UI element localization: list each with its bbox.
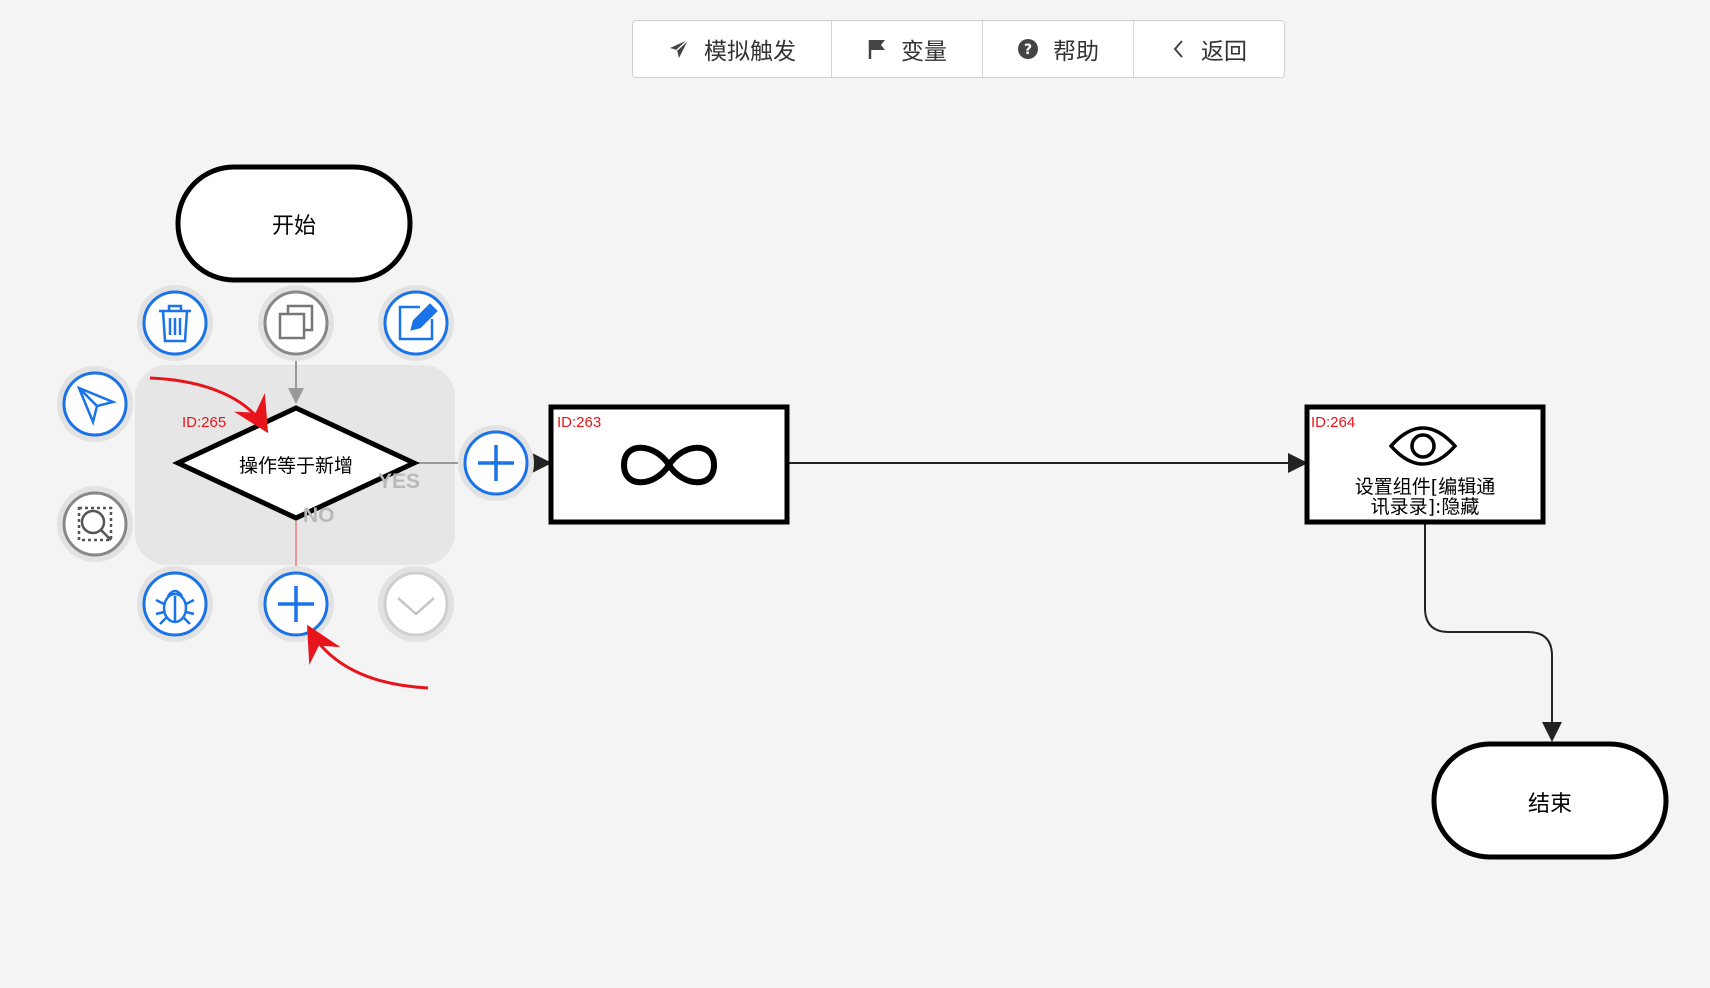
zoom-select-button[interactable] <box>57 486 133 562</box>
edit-icon <box>398 303 438 341</box>
edge-action-end <box>1424 523 1562 742</box>
help-label: 帮助 <box>1053 39 1099 65</box>
start-node-label: 开始 <box>271 214 316 239</box>
simulate-trigger-button[interactable]: 模拟触发 <box>633 21 832 77</box>
add-icon <box>478 445 514 481</box>
debug-button[interactable] <box>137 566 213 642</box>
delete-button[interactable] <box>137 285 213 361</box>
paper-plane-icon <box>668 38 690 60</box>
action-node-label-line1: 设置组件[编辑通 <box>1354 476 1496 498</box>
end-node-label: 结束 <box>1527 792 1572 817</box>
question-circle-icon: ? <box>1017 38 1039 60</box>
annotation-arrow-bottom <box>307 624 429 690</box>
action-id-label: ID:264 <box>1311 414 1356 431</box>
copy-icon <box>278 304 314 340</box>
help-button[interactable]: ? 帮助 <box>983 21 1134 77</box>
svg-text:?: ? <box>1024 42 1032 58</box>
copy-button[interactable] <box>258 285 334 361</box>
add-no-branch-button[interactable] <box>258 566 334 642</box>
edit-button[interactable] <box>378 285 454 361</box>
chevron-down-icon <box>397 597 435 616</box>
trash-icon <box>159 304 191 343</box>
loop-id-label: ID:263 <box>557 414 602 431</box>
send-icon <box>76 385 117 426</box>
action-node[interactable] <box>1304 404 1546 525</box>
chevron-left-icon <box>1171 38 1187 60</box>
variables-button[interactable]: 变量 <box>832 21 983 77</box>
infinity-icon <box>620 444 718 486</box>
zoom-select-icon <box>77 506 113 542</box>
add-yes-branch-button[interactable] <box>458 425 534 501</box>
toolbar: 模拟触发 变量 ? 帮助 返回 <box>632 20 1285 78</box>
condition-id-label: ID:265 <box>182 414 227 431</box>
annotation-arrow-top <box>149 376 269 434</box>
add-icon <box>278 586 314 622</box>
condition-node-label: 操作等于新增 <box>238 455 353 477</box>
end-node[interactable] <box>1431 741 1669 860</box>
back-label: 返回 <box>1201 39 1247 65</box>
no-branch-label: NO <box>303 504 335 527</box>
bug-icon <box>155 589 195 625</box>
condition-node[interactable] <box>172 405 420 521</box>
eye-icon <box>1388 426 1458 466</box>
variables-label: 变量 <box>901 39 947 65</box>
flag-icon <box>867 38 887 60</box>
back-button[interactable]: 返回 <box>1134 21 1284 77</box>
send-button[interactable] <box>57 366 133 442</box>
collapse-button[interactable] <box>378 566 454 642</box>
yes-branch-label: YES <box>378 470 421 493</box>
start-node[interactable] <box>175 164 413 283</box>
simulate-trigger-label: 模拟触发 <box>704 39 796 65</box>
action-node-label-line2: 讯录录]:隐藏 <box>1370 496 1480 518</box>
